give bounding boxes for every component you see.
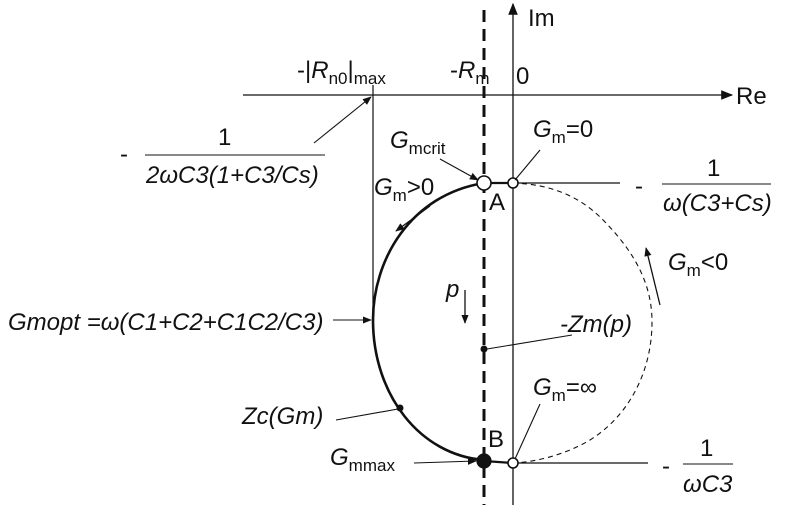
origin-label: 0 <box>516 63 529 90</box>
gm-zero-label: Gm=0 <box>533 116 593 147</box>
gm-positive-locus-arc <box>371 181 485 462</box>
gm-negative-arrow <box>644 247 661 306</box>
gmcrit-label: Gmcrit <box>390 127 446 158</box>
gm-negative-dashed-arc <box>512 182 653 464</box>
zc-dot <box>396 404 404 412</box>
gm-infinity-point <box>507 457 519 469</box>
gminf-leader <box>514 403 541 460</box>
gmopt-label: Gmopt =ω(C1+C2+C1C2/C3) <box>8 309 323 336</box>
right-top-numerator: 1 <box>707 155 720 182</box>
right-bottom-denominator: ωC3 <box>683 471 733 498</box>
point-a-label: A <box>489 189 505 216</box>
zc-leader <box>335 408 399 421</box>
right-bottom-numerator: 1 <box>700 435 713 462</box>
gm-zero-point <box>507 177 519 189</box>
left-fraction-denominator: 2ωC3(1+C3/Cs) <box>145 162 319 189</box>
left-fraction-numerator: 1 <box>218 124 231 151</box>
gm-positive-arrow <box>395 205 431 232</box>
gmmax-point <box>476 453 492 469</box>
gm-negative-label: Gm<0 <box>668 249 728 280</box>
right-top-minus: - <box>635 173 643 200</box>
zm-center-dot <box>480 345 488 353</box>
im-axis-label: Im <box>528 5 555 32</box>
gmmax-leader-arrow <box>413 457 477 465</box>
right-bottom-minus: - <box>662 453 670 480</box>
rm-label: -Rm <box>450 57 490 88</box>
gm-positive-label: Gm>0 <box>374 174 434 205</box>
zc-label: Zc(Gm) <box>241 403 323 430</box>
rn0-max-label: -|Rn0|max <box>297 57 386 88</box>
rn0-leader-arrow <box>313 96 372 144</box>
gm0-leader <box>514 149 541 181</box>
gm-infinity-label: Gm=∞ <box>533 374 597 405</box>
point-b-label: B <box>488 426 504 453</box>
p-label: p <box>445 276 459 303</box>
right-top-denominator: ω(C3+Cs) <box>663 190 772 217</box>
gmcrit-leader-arrow <box>439 158 479 181</box>
re-axis-label: Re <box>736 83 767 110</box>
left-fraction-minus: - <box>120 141 128 168</box>
zm-leader <box>486 334 573 350</box>
zm-label: -Zm(p) <box>560 311 632 338</box>
gmcrit-point <box>476 175 492 191</box>
gmmax-label: Gmmax <box>330 444 395 475</box>
